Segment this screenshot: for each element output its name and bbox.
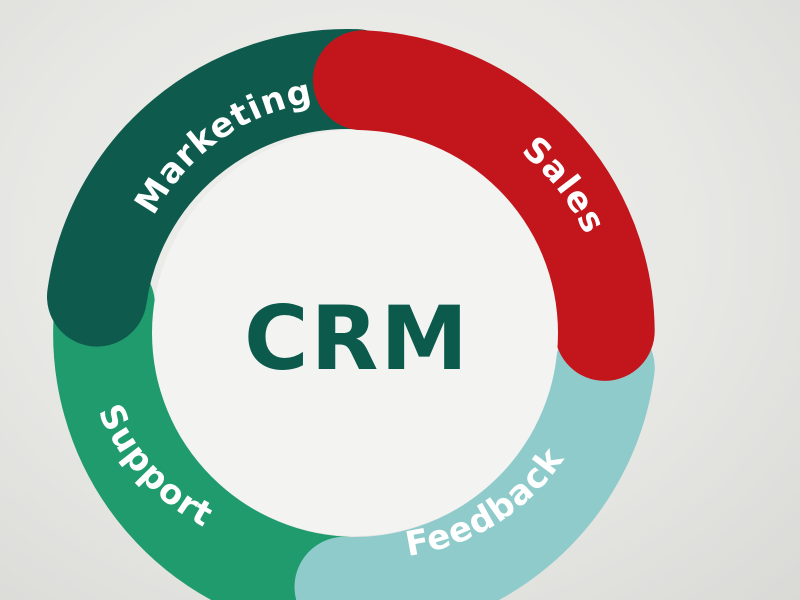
feedback-segment	[294, 317, 655, 600]
support-segment	[53, 254, 394, 600]
crm-title: CRM	[244, 287, 470, 390]
center-disc	[152, 130, 558, 536]
marketing-segment	[47, 29, 406, 347]
sales-segment	[312, 30, 655, 381]
